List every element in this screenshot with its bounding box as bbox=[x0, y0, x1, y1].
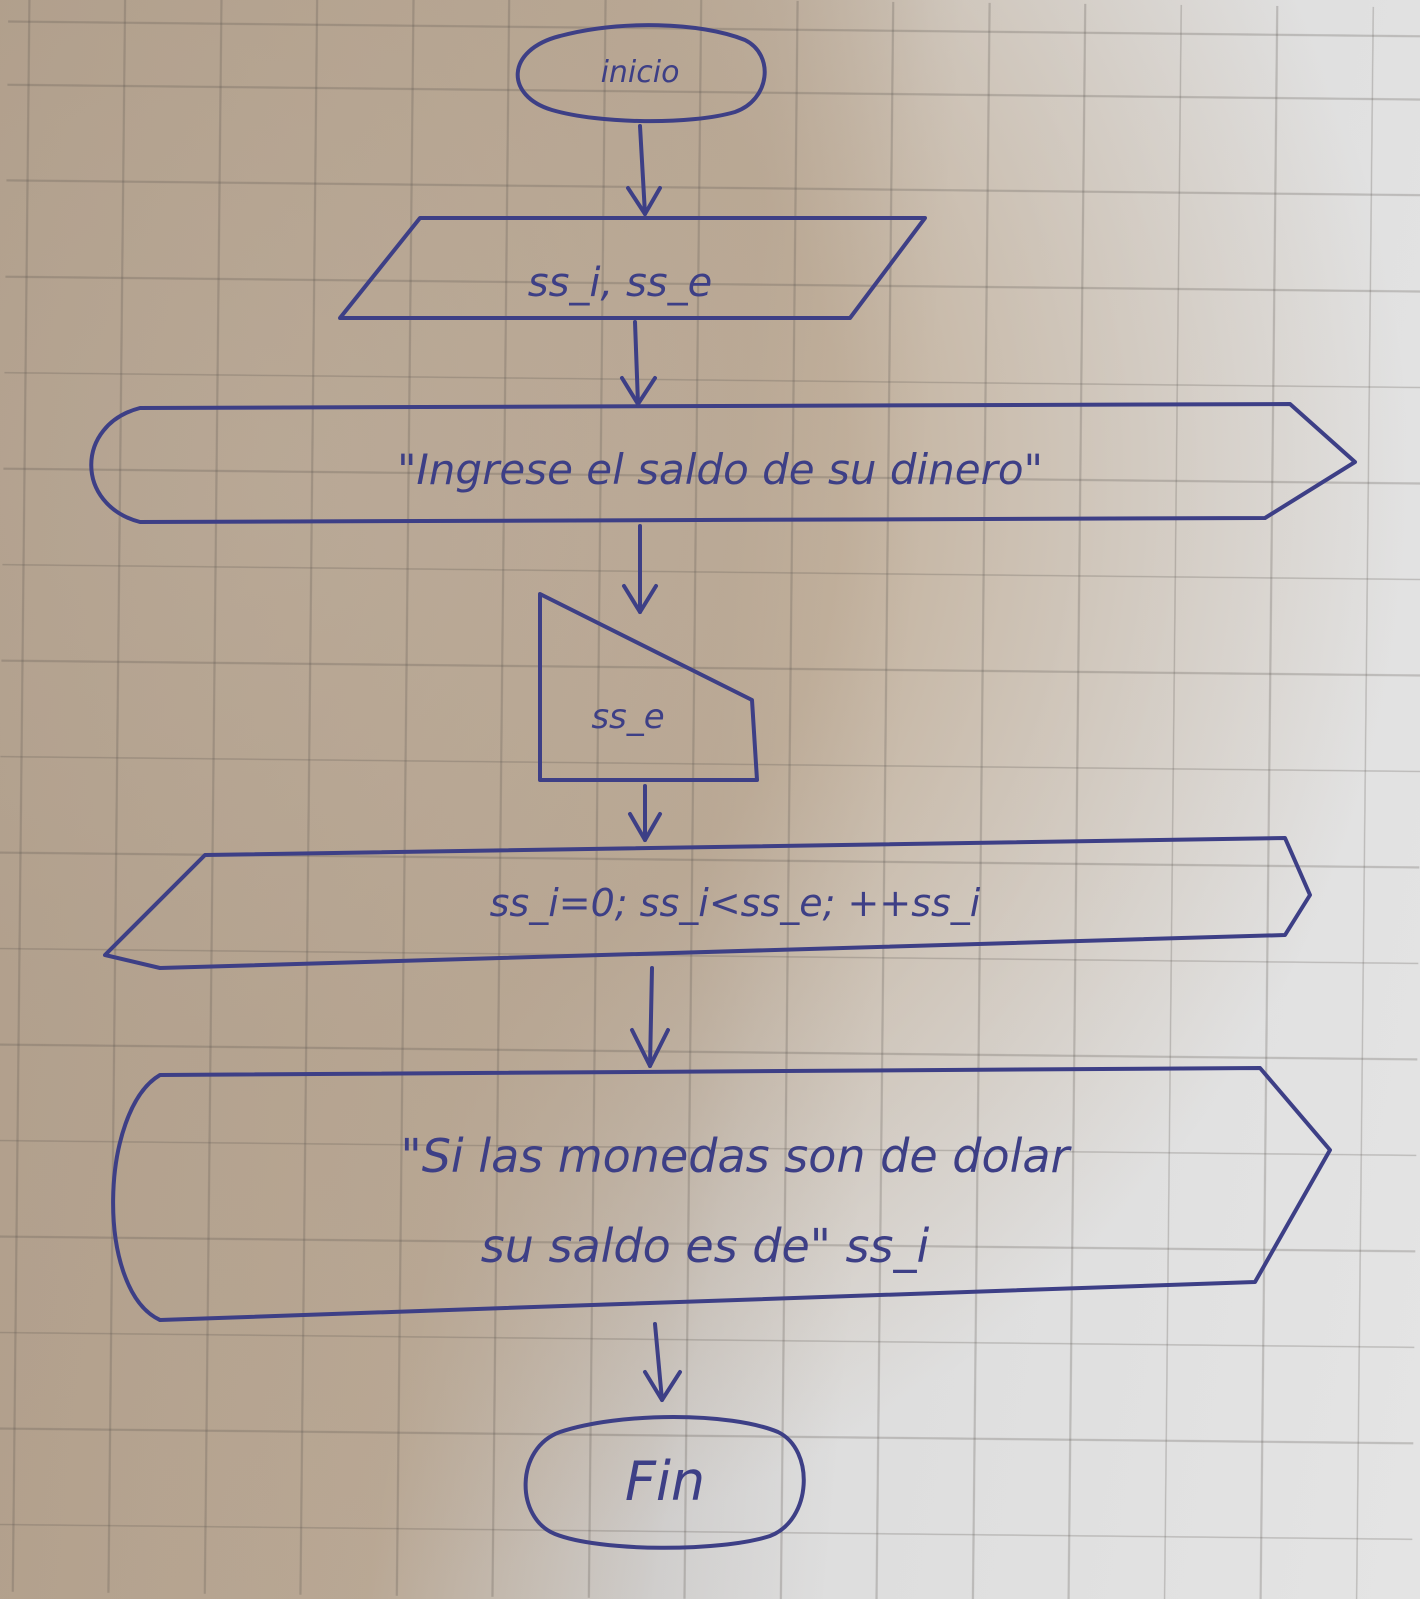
manual-input-shape bbox=[538, 592, 759, 782]
node-label: "Ingrese el saldo de su dinero" bbox=[397, 445, 1043, 494]
node-vars: ss_i, ss_e bbox=[338, 216, 927, 320]
terminator-shape bbox=[515, 23, 767, 124]
preparation-shape bbox=[103, 836, 1312, 970]
node-label: inicio bbox=[601, 55, 680, 90]
data-shape bbox=[338, 216, 927, 320]
node-label: ss_e bbox=[591, 697, 664, 737]
arrow-line bbox=[653, 1322, 664, 1402]
node-loop: ss_i=0; ss_i<ss_e; ++ss_i bbox=[103, 836, 1312, 970]
arrow-head bbox=[630, 1028, 670, 1068]
node-prompt: "Ingrese el saldo de su dinero" bbox=[89, 402, 1357, 524]
terminator-shape bbox=[523, 1415, 806, 1550]
display-shape bbox=[89, 402, 1357, 524]
arrow-head bbox=[643, 1370, 682, 1402]
arrow-head bbox=[620, 376, 657, 406]
node-inicio: inicio bbox=[515, 23, 767, 124]
display-shape bbox=[111, 1066, 1332, 1322]
node-label: Fin bbox=[625, 1450, 705, 1513]
node-fin: Fin bbox=[523, 1415, 806, 1550]
node-output: "Si las monedas son de dolar su saldo es… bbox=[111, 1066, 1332, 1322]
edge-prompt-input bbox=[622, 524, 658, 614]
arrow-line bbox=[638, 124, 647, 216]
arrow-head bbox=[628, 812, 662, 842]
edge-output-fin bbox=[643, 1322, 682, 1402]
arrow-line bbox=[648, 966, 654, 1068]
arrow-head bbox=[626, 186, 662, 216]
arrow-line bbox=[633, 320, 640, 406]
node-label: ss_i=0; ss_i<ss_e; ++ss_i bbox=[490, 881, 981, 925]
node-input: ss_e bbox=[538, 592, 759, 782]
edge-loop-output bbox=[630, 966, 670, 1068]
node-label: ss_i, ss_e bbox=[528, 260, 713, 306]
edge-inicio-vars bbox=[626, 124, 662, 216]
node-label-line-1: "Si las monedas son de dolar bbox=[401, 1129, 1073, 1183]
edge-input-loop bbox=[628, 784, 662, 842]
edge-vars-prompt bbox=[620, 320, 657, 406]
arrow-head bbox=[622, 584, 658, 614]
node-label-line-2: su saldo es de" ss_i bbox=[481, 1219, 930, 1273]
